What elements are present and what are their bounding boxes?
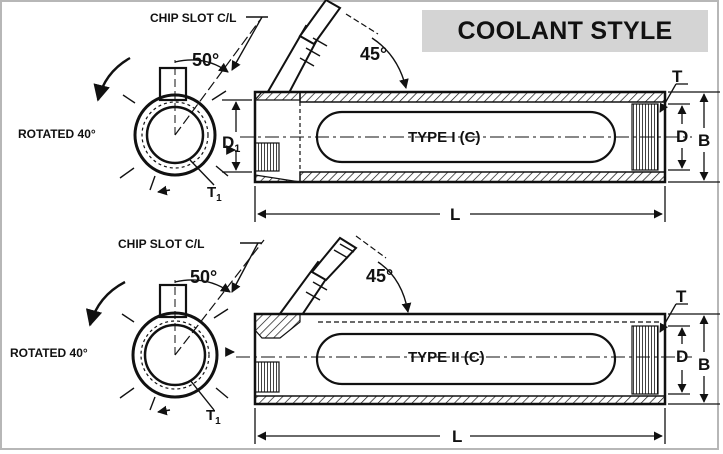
angle-45-label-1: 45°	[360, 44, 387, 64]
type-label-2: TYPE II (C)	[408, 349, 485, 366]
b-label-1: B	[698, 131, 710, 150]
t1-label-2: T1	[206, 407, 221, 427]
title-badge: COOLANT STYLE	[422, 10, 708, 52]
title-text: COOLANT STYLE	[457, 17, 673, 45]
dimensions-1	[222, 83, 720, 222]
d-label-2: D	[676, 347, 688, 366]
b-label-2: B	[698, 355, 710, 374]
t1-label-1: T1	[207, 184, 222, 204]
t1-leader-2	[189, 379, 215, 411]
d-label-1: D	[676, 127, 688, 146]
rotated-label-1: ROTATED 40°	[18, 127, 96, 141]
t-label-1: T	[672, 67, 683, 86]
angle-arc-1	[174, 59, 229, 73]
chip-slot-label-1: CHIP SLOT C/L	[150, 11, 236, 25]
angle-arc-2	[174, 279, 231, 293]
type-2-view: CHIP SLOT C/L 50° ROTATED 40° T1 45°	[10, 235, 720, 446]
type-label-capsule-2	[315, 332, 617, 386]
angle-50-label-2: 50°	[190, 267, 217, 287]
d1-label-1: D1	[222, 133, 240, 155]
holder-body-2	[236, 312, 692, 406]
holder-body-1	[240, 90, 692, 184]
t1-leader-1	[189, 159, 215, 186]
rotation-arrow-2	[85, 280, 126, 327]
angle-50-label-1: 50°	[192, 50, 219, 70]
t-label-2: T	[676, 287, 687, 306]
thread-ring-1	[141, 101, 209, 169]
type-label-1: TYPE I (C)	[408, 129, 481, 146]
type-1-view: CHIP SLOT C/L 50° ROTATED 40° T1 45°	[18, 0, 720, 224]
rotated-label-2: ROTATED 40°	[10, 346, 88, 360]
l-label-2: L	[452, 427, 462, 446]
rotation-arrow-1	[93, 56, 131, 102]
angle-45-label-2: 45°	[366, 266, 393, 286]
dimensions-2	[254, 303, 720, 444]
l-label-1: L	[450, 205, 460, 224]
end-view-2	[85, 239, 265, 416]
thread-ring-2	[140, 320, 210, 390]
chip-slot-label-2: CHIP SLOT C/L	[118, 237, 204, 251]
end-view-1	[93, 19, 261, 196]
chip-slot-centerline-1	[174, 19, 261, 136]
